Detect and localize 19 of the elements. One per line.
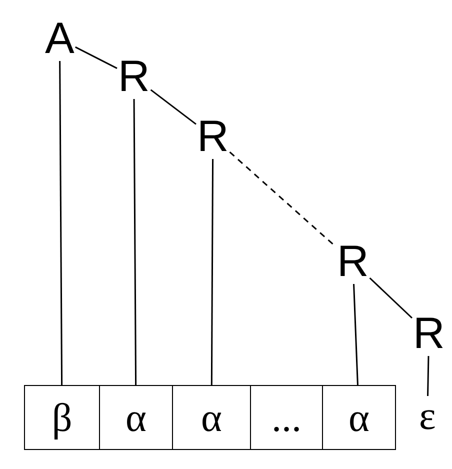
- symbol-label: R: [412, 312, 446, 356]
- connector-line: [353, 284, 358, 386]
- symbol-label: R: [196, 115, 230, 159]
- connector-line: [369, 277, 413, 319]
- connector-line: [133, 99, 137, 385]
- connector-line: [427, 356, 430, 396]
- tape-cell: ...: [250, 385, 324, 450]
- tape-cell: α: [98, 385, 174, 450]
- symbol-label: R: [336, 240, 370, 284]
- tape-cell: β: [24, 385, 100, 450]
- symbol-label: ε: [418, 396, 437, 436]
- connector-line: [75, 46, 118, 70]
- connector-line: [59, 61, 63, 385]
- connector-line: [150, 89, 196, 125]
- symbol-label: A: [44, 17, 76, 61]
- symbol-label: R: [117, 55, 151, 99]
- connector-line: [210, 159, 214, 385]
- tape-cell: α: [322, 385, 396, 450]
- tape-cell: α: [172, 385, 251, 450]
